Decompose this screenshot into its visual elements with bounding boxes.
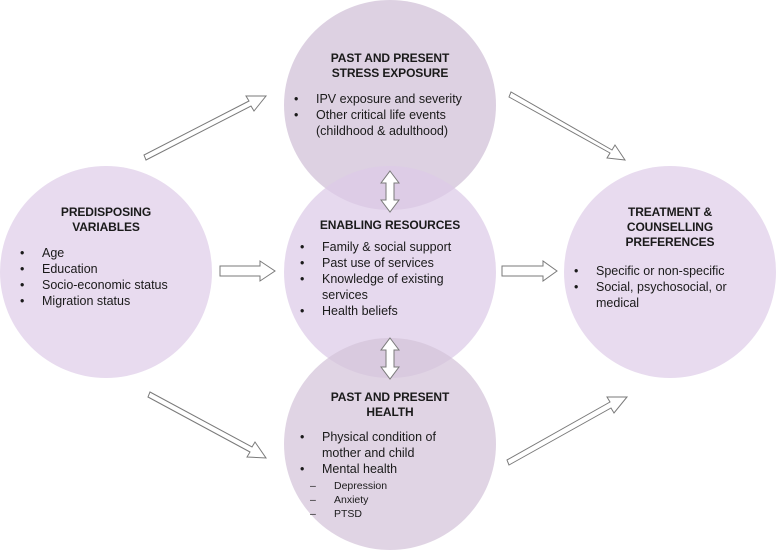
mental-health-sublist: Depression Anxiety PTSD [296,479,496,521]
sub-list-item: Depression [296,479,496,493]
list-item: Age [16,245,211,261]
list-item: Family & social support [296,239,496,255]
arrow-stress-enabling-bidirectional [380,170,400,213]
predisposing-list-block: Age Education Socio-economic status Migr… [16,245,211,309]
stress-exposure-title: PAST AND PRESENT STRESS EXPOSURE [330,51,450,80]
list-item: Health beliefs [296,303,496,319]
stress-exposure-list-block: IPV exposure and severity Other critical… [290,91,500,139]
list-item: Specific or non-specific [570,263,770,279]
health-title: PAST AND PRESENT HEALTH [330,390,450,419]
health-list: Physical condition of [296,429,496,445]
list-item: Social, psychosocial, or [570,279,770,295]
list-item: Socio-economic status [16,277,211,293]
arrow-predisposing-to-enabling [219,260,276,282]
sub-list-item: PTSD [296,507,496,521]
stress-exposure-list: IPV exposure and severity Other critical… [290,91,500,123]
list-item: Physical condition of [296,429,496,445]
treatment-title-block: TREATMENT & COUNSELLING PREFERENCES [580,205,760,250]
arrow-predisposing-to-health [147,391,267,459]
list-item-continuation: medical [596,296,640,310]
list-item-continuation: mother and child [322,446,415,460]
treatment-title: TREATMENT & COUNSELLING PREFERENCES [625,205,715,249]
treatment-list: Specific or non-specific Social, psychos… [570,263,770,295]
list-item-continuation: (childhood & adulthood) [316,124,449,138]
arrow-stress-to-treatment [508,91,627,161]
predisposing-title-block: PREDISPOSING VARIABLES [16,205,196,235]
predisposing-title: PREDISPOSING VARIABLES [60,205,152,234]
treatment-list-block: Specific or non-specific Social, psychos… [570,263,770,311]
sub-list-item: Anxiety [296,493,496,507]
list-item: Past use of services [296,255,496,271]
list-item: Education [16,261,211,277]
arrow-health-to-treatment [506,396,629,466]
arrow-predisposing-to-stress [143,95,268,161]
enabling-resources-title: ENABLING RESOURCES [319,218,461,232]
enabling-resources-title-block: ENABLING RESOURCES [300,218,480,233]
health-list-block: Physical condition of mother and child M… [296,429,496,521]
list-item: IPV exposure and severity [290,91,500,107]
list-item: Migration status [16,293,211,309]
health-title-block: PAST AND PRESENT HEALTH [300,390,480,420]
enabling-resources-list-block: Family & social support Past use of serv… [296,239,496,319]
list-item: Mental health [296,461,496,477]
arrow-enabling-to-treatment [501,260,558,282]
predisposing-list: Age Education Socio-economic status Migr… [16,245,211,309]
enabling-resources-list: Family & social support Past use of serv… [296,239,496,287]
arrow-enabling-health-bidirectional [380,337,400,380]
list-item-continuation: services [322,288,368,302]
list-item: Other critical life events [290,107,500,123]
stress-exposure-block: PAST AND PRESENT STRESS EXPOSURE [300,51,480,81]
list-item: Knowledge of existing [296,271,496,287]
